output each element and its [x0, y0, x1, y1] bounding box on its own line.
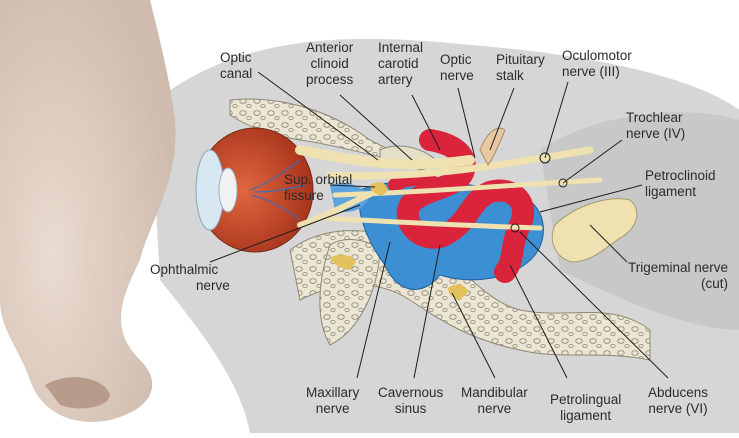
sup-orbital-line-2: fissure: [284, 188, 352, 204]
optic-nerve-line-1: Optic: [440, 52, 474, 68]
mandibular-line-2: nerve: [461, 401, 528, 417]
label-pituitary-stalk: Pituitary stalk: [496, 52, 545, 84]
carotid-line-2: carotid: [378, 56, 423, 72]
petrolingual-line-2: ligament: [550, 408, 621, 424]
maxillary-line-1: Maxillary: [306, 385, 359, 401]
sup-orbital-line-1: Sup. orbital: [284, 172, 352, 188]
carotid-line-3: artery: [378, 72, 423, 88]
cavernous-line-2: sinus: [378, 401, 443, 417]
oculomotor-line-1: Oculomotor: [562, 48, 632, 64]
label-sup-orbital-fissure: Sup. orbital fissure: [284, 172, 352, 204]
label-mandibular-nerve: Mandibular nerve: [461, 385, 528, 417]
cavernous-line-1: Cavernous: [378, 385, 443, 401]
label-petrolingual-ligament: Petrolingual ligament: [550, 392, 621, 424]
label-petroclinoid-ligament: Petroclinoid ligament: [645, 168, 716, 200]
optic-canal-line-2: canal: [220, 66, 252, 82]
optic-nerve-line-2: nerve: [440, 68, 474, 84]
mandibular-line-1: Mandibular: [461, 385, 528, 401]
optic-canal-line-1: Optic: [220, 50, 252, 66]
label-oculomotor-nerve: Oculomotor nerve (III): [562, 48, 632, 80]
anterior-clinoid-line-3: process: [306, 72, 353, 88]
petrolingual-line-1: Petrolingual: [550, 392, 621, 408]
label-internal-carotid-artery: Internal carotid artery: [378, 40, 423, 88]
abducens-line-1: Abducens: [648, 385, 708, 401]
label-anterior-clinoid-process: Anterior clinoid process: [306, 40, 353, 88]
abducens-line-2: nerve (VI): [648, 401, 708, 417]
lens: [219, 168, 237, 212]
maxillary-line-2: nerve: [306, 401, 359, 417]
trochlear-line-1: Trochlear: [626, 110, 685, 126]
anterior-clinoid-line-1: Anterior: [306, 40, 353, 56]
oculomotor-line-2: nerve (III): [562, 64, 632, 80]
face-skin: [0, 0, 176, 422]
trigeminal-line-1: Trigeminal nerve: [596, 260, 728, 276]
pituitary-line-2: stalk: [496, 68, 545, 84]
pituitary-line-1: Pituitary: [496, 52, 545, 68]
label-ophthalmic-nerve: Ophthalmic nerve: [150, 262, 230, 294]
ophthalmic-line-2: nerve: [150, 278, 230, 294]
label-trigeminal-nerve: Trigeminal nerve (cut): [596, 260, 728, 292]
anterior-clinoid-line-2: clinoid: [306, 56, 353, 72]
label-optic-canal: Optic canal: [220, 50, 252, 82]
petroclinoid-line-2: ligament: [645, 184, 716, 200]
trigeminal-line-2: (cut): [596, 276, 728, 292]
label-maxillary-nerve: Maxillary nerve: [306, 385, 359, 417]
label-trochlear-nerve: Trochlear nerve (IV): [626, 110, 685, 142]
label-cavernous-sinus: Cavernous sinus: [378, 385, 443, 417]
ophthalmic-line-1: Ophthalmic: [150, 262, 230, 278]
carotid-line-1: Internal: [378, 40, 423, 56]
petroclinoid-line-1: Petroclinoid: [645, 168, 716, 184]
trochlear-line-2: nerve (IV): [626, 126, 685, 142]
label-optic-nerve: Optic nerve: [440, 52, 474, 84]
label-abducens-nerve: Abducens nerve (VI): [648, 385, 708, 417]
